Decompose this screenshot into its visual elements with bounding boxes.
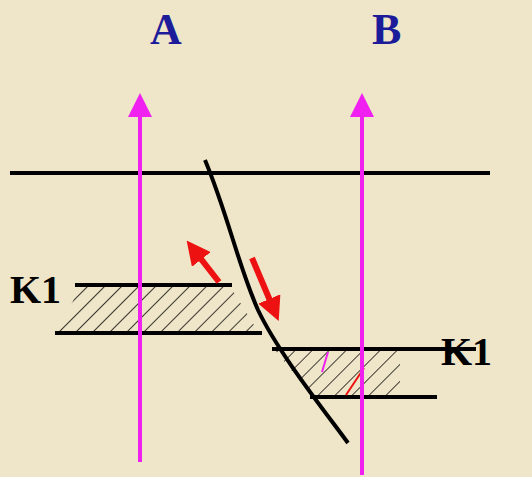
layer-label: K1: [10, 270, 61, 310]
fault-line: [205, 160, 348, 443]
hatched-bed: [58, 286, 259, 333]
borehole-label: A: [150, 8, 182, 52]
borehole-label: B: [372, 8, 401, 52]
bed-boundary: [310, 395, 437, 399]
ground-surface: [10, 171, 490, 175]
bed-boundary: [75, 283, 232, 287]
borehole-arrow: [138, 105, 142, 462]
movement-arrow: [194, 250, 219, 282]
borehole-arrow: [360, 105, 364, 475]
hatched-bed: [274, 349, 400, 396]
tick-mark: [322, 352, 328, 372]
movement-arrow: [252, 258, 274, 310]
bed-boundary: [55, 331, 262, 335]
layer-label: K1: [441, 332, 492, 372]
